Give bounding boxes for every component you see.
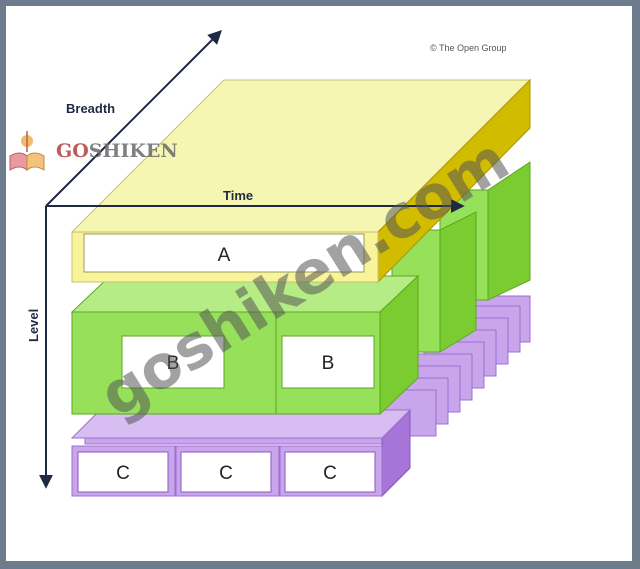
c-label-box-2 <box>180 451 272 493</box>
breadth-axis-label: Breadth <box>66 101 115 116</box>
axes <box>39 30 465 489</box>
a-label: A <box>218 245 231 266</box>
c-label-3: C <box>323 463 337 484</box>
copyright-text: © The Open Group <box>430 43 507 53</box>
c-label-2: C <box>219 463 233 484</box>
c-label-1: C <box>116 463 130 484</box>
b-label-box-2 <box>281 335 375 389</box>
a-label-box <box>83 233 365 273</box>
b-label-2: B <box>322 353 335 374</box>
watermark-logo-go: GO <box>56 140 89 162</box>
time-axis-label: Time <box>223 188 253 203</box>
c-layer: C C C <box>70 295 531 498</box>
level-axis-label: Level <box>26 309 41 342</box>
a-layer: A <box>70 78 532 284</box>
c-label-box-1 <box>77 451 169 493</box>
c-layer-top <box>70 409 412 439</box>
c-label-box-3 <box>284 451 376 493</box>
book-icon <box>9 131 45 172</box>
watermark-logo: GOSHIKEN <box>9 131 178 172</box>
breadth-axis <box>45 30 222 207</box>
b-layer-back-block-1 <box>439 211 477 353</box>
b-layer: B B <box>70 161 531 416</box>
b-label-1: B <box>167 353 180 374</box>
watermark-logo-shiken: SHIKEN <box>89 140 178 162</box>
b-label-box-1 <box>121 335 225 389</box>
svg-text:GOSHIKEN: GOSHIKEN <box>56 140 178 162</box>
